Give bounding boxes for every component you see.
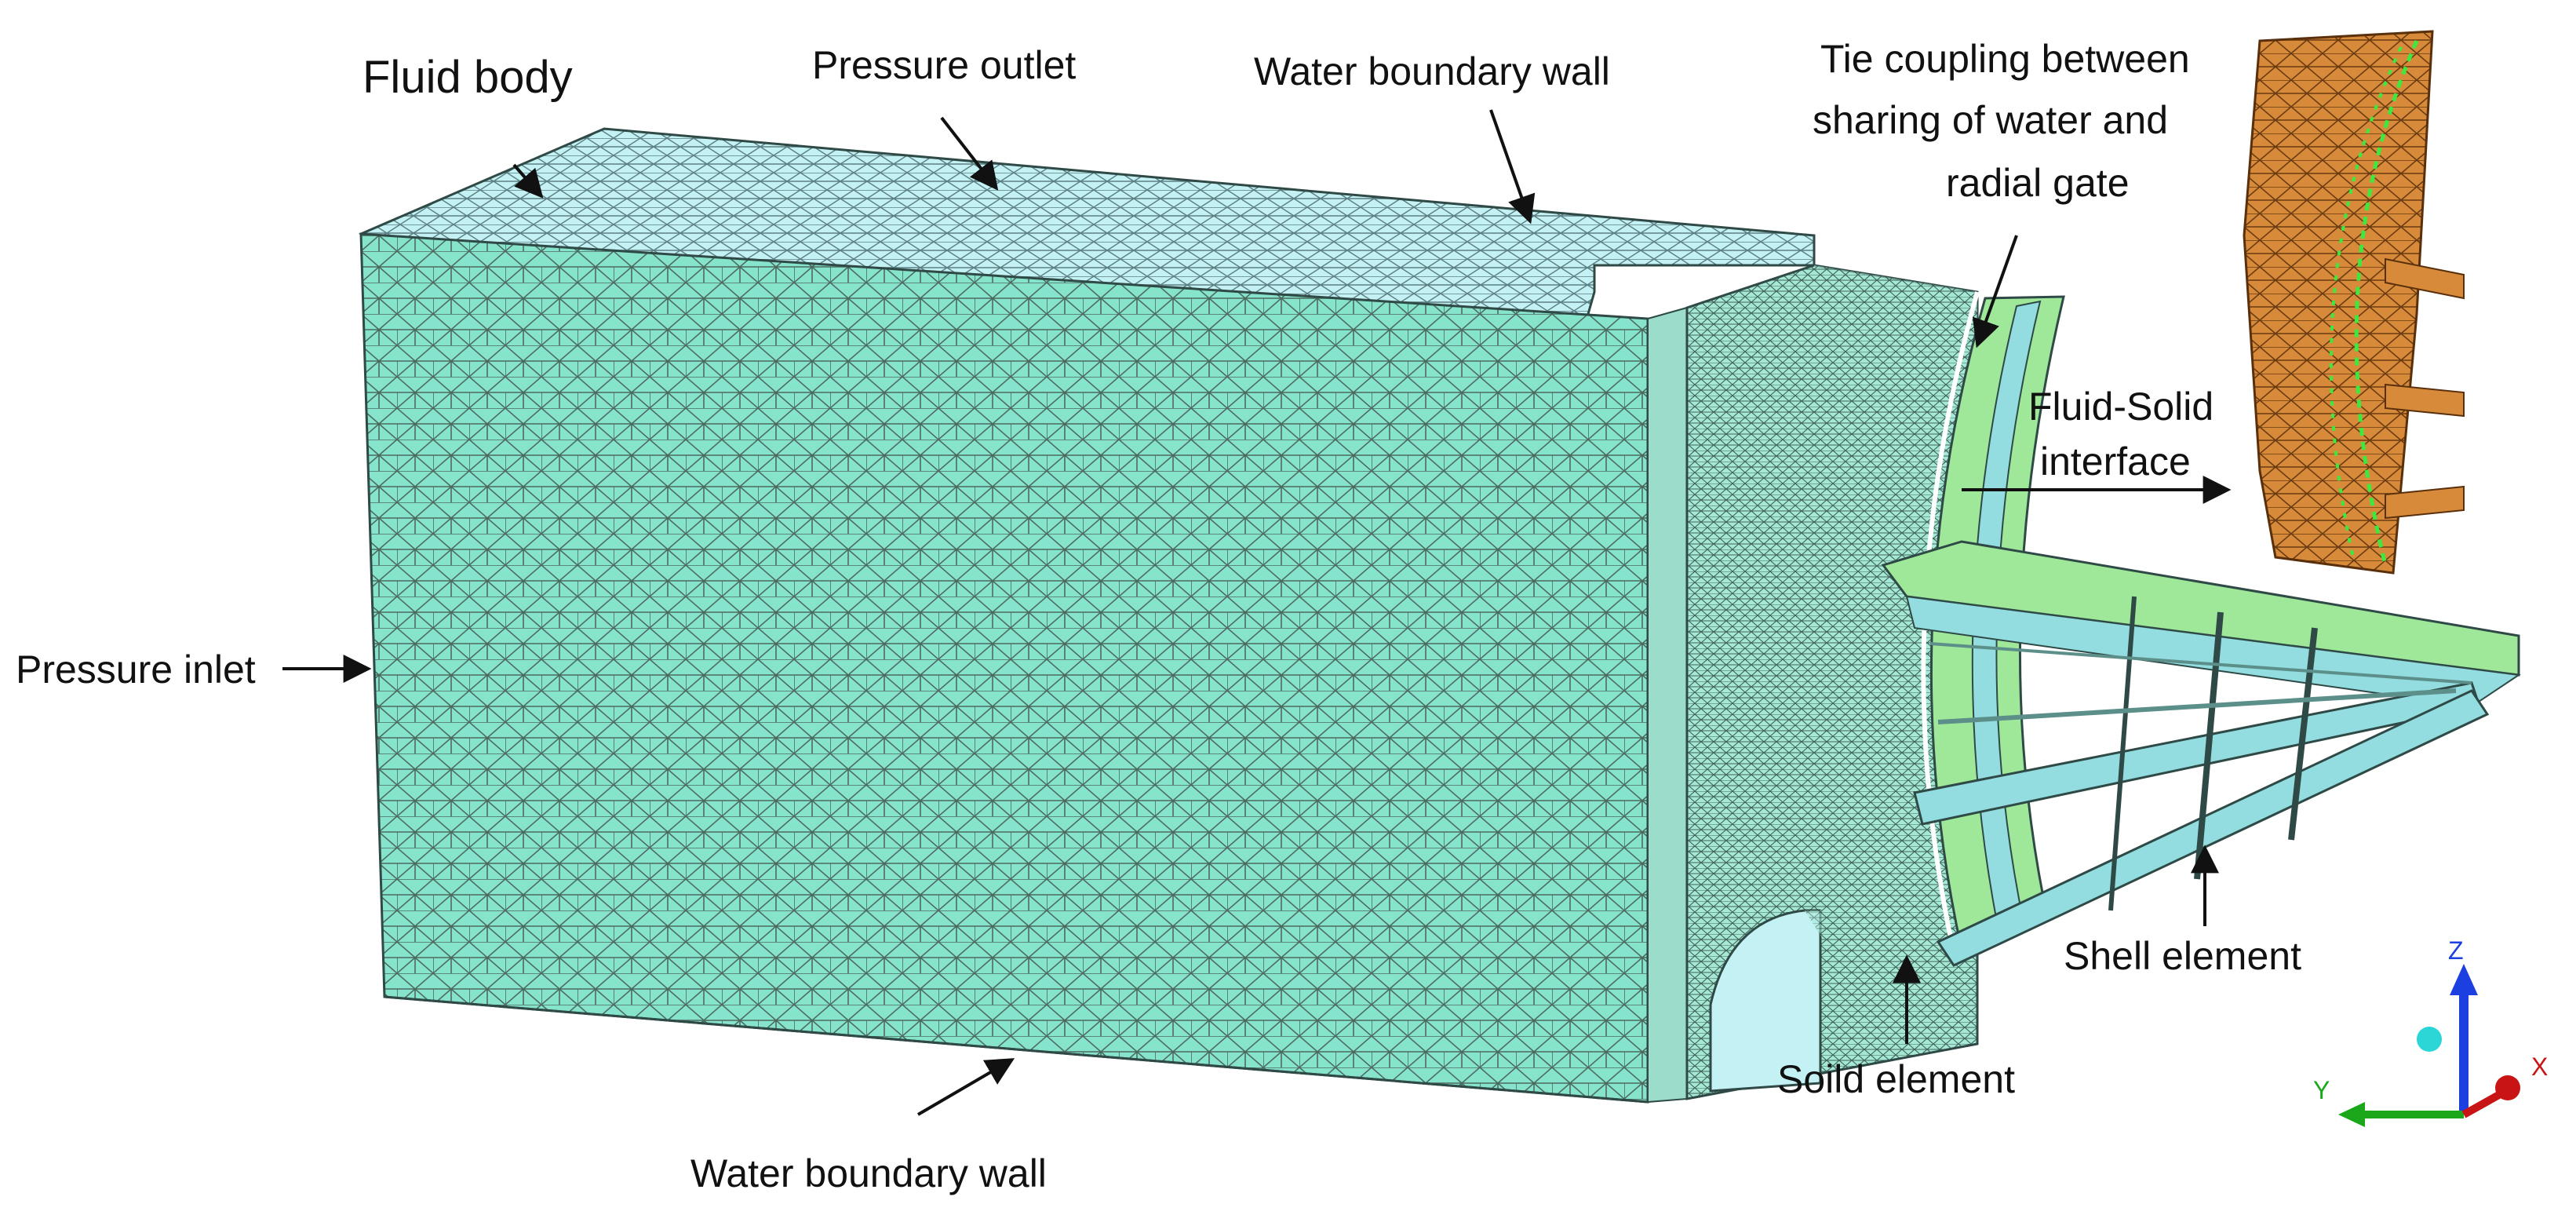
gate-rib-2	[1929, 642, 2472, 684]
fluid-outlet-opening	[1709, 909, 1822, 1093]
gate-brace-2	[2288, 627, 2318, 841]
inset-interface-nodes	[2354, 40, 2419, 566]
inset-mesh-body	[2243, 30, 2434, 575]
label-fluid-solid-1: Fluid-Solid	[2028, 385, 2213, 429]
fluid-body	[359, 127, 1979, 1104]
inset-bar-3	[2385, 485, 2465, 520]
axis-x-label: X	[2531, 1053, 2548, 1081]
label-water-boundary-top: Water boundary wall	[1254, 49, 1610, 93]
fluid-fine-mesh-strip	[1647, 306, 1688, 1104]
gate-brace-3	[2108, 596, 2137, 911]
label-fluid-solid-2: interface	[2040, 440, 2191, 483]
axis-x-shaft	[2461, 1089, 2505, 1118]
fluid-front-edge	[384, 995, 1649, 1104]
arrow-water-boundary-top	[1489, 109, 1536, 224]
axis-dot	[2417, 1027, 2442, 1052]
gate-lower-arm	[1936, 689, 2490, 967]
label-tie-coupling-2: sharing of water and	[1813, 98, 2168, 142]
inset-detail	[2243, 30, 2465, 575]
arrow-fluid-body	[512, 163, 544, 199]
arrow-pressure-outlet	[940, 116, 999, 191]
axis-z-label: Z	[2448, 936, 2464, 965]
label-pressure-outlet: Pressure outlet	[812, 43, 1076, 87]
label-water-boundary-bottom: Water boundary wall	[690, 1151, 1047, 1195]
axis-y-arrowhead	[2338, 1102, 2365, 1127]
inset-bar-2	[2385, 383, 2465, 418]
arrow-water-boundary-bottom	[916, 1058, 1015, 1116]
axis-z-arrowhead	[2450, 964, 2478, 995]
axis-triad: Z Y X	[2313, 936, 2548, 1127]
label-shell-element: Shell element	[2064, 934, 2301, 978]
gate-rib-1	[1937, 688, 2457, 724]
label-fluid-body: Fluid body	[363, 52, 573, 103]
radial-gate	[1881, 291, 2521, 967]
label-tie-coupling-3: radial gate	[1946, 161, 2130, 205]
label-tie-coupling-1: Tie coupling between	[1820, 37, 2190, 81]
axis-y-label: Y	[2313, 1076, 2330, 1104]
label-soild-element: Soild element	[1777, 1057, 2015, 1101]
gate-brace-1	[2194, 611, 2224, 880]
callout-arrows	[282, 109, 2232, 1116]
callout-labels: Fluid body Pressure outlet Water boundar…	[16, 37, 2301, 1195]
fluid-front-face	[359, 232, 1649, 1104]
label-pressure-inlet: Pressure inlet	[16, 648, 256, 691]
gate-upper-arm	[1881, 540, 2520, 677]
inset-bar-1	[2385, 257, 2465, 300]
axis-x-ball	[2495, 1075, 2520, 1100]
arrow-tie-coupling	[1972, 235, 2018, 348]
